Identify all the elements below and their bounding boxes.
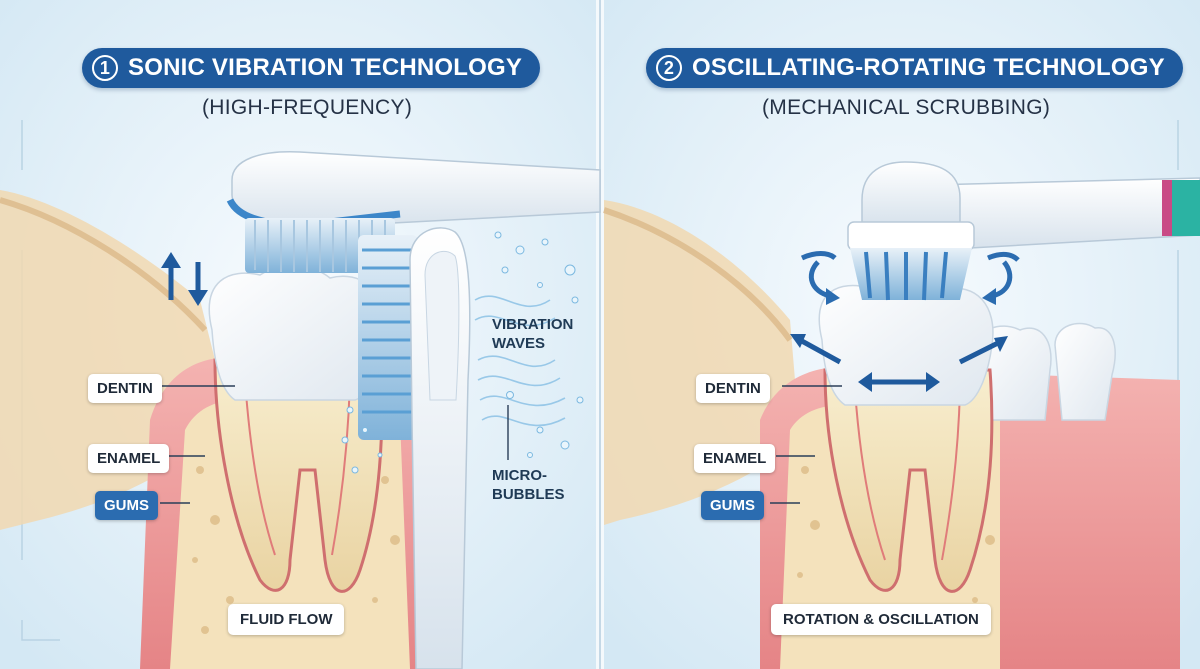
- fluid-flow-label: FLUID FLOW: [228, 604, 345, 635]
- left-enamel-label: ENAMEL: [88, 444, 170, 473]
- up-down-arrows-icon: [161, 252, 208, 306]
- right-tooth-crown: [818, 277, 994, 406]
- oscillating-number-badge: 2: [656, 55, 682, 81]
- sonic-brush-bristles: [245, 218, 395, 273]
- sonic-number-badge: 1: [92, 55, 118, 81]
- bubbles-icon: [341, 231, 584, 474]
- rotation-arrows-icon: [800, 251, 1020, 299]
- sonic-panel: 1 SONIC VIBRATION TECHNOLOGY (HIGH-FREQU…: [0, 0, 596, 669]
- right-gums-label: GUMS: [701, 491, 764, 520]
- left-dentin-label: DENTIN: [88, 374, 162, 403]
- round-brush-head: [847, 161, 975, 301]
- right-enamel-label: ENAMEL: [694, 444, 776, 473]
- vibration-waves-icon: [474, 295, 566, 427]
- right-jaw: [604, 200, 800, 525]
- vibration-waves-label: VIBRATION WAVES: [492, 316, 574, 352]
- right-dentin-label: DENTIN: [696, 374, 770, 403]
- right-tooth-root: [823, 368, 994, 593]
- rotation-oscillation-label: ROTATION & OSCILLATION: [771, 604, 991, 635]
- vertical-brush: [358, 227, 471, 669]
- oscillating-title: OSCILLATING-ROTATING TECHNOLOGY: [692, 54, 1165, 81]
- oscillating-title-pill: 2 OSCILLATING-ROTATING TECHNOLOGY: [646, 48, 1183, 88]
- sonic-title-pill: 1 SONIC VIBRATION TECHNOLOGY: [82, 48, 541, 88]
- sonic-title: SONIC VIBRATION TECHNOLOGY: [128, 54, 523, 81]
- oscillating-panel: 2 OSCILLATING-ROTATING TECHNOLOGY (MECHA…: [604, 0, 1200, 669]
- oscillating-subtitle: (MECHANICAL SCRUBBING): [762, 96, 1051, 119]
- right-side-tooth-2: [1054, 322, 1116, 421]
- sonic-subtitle: (HIGH-FREQUENCY): [202, 96, 413, 119]
- left-gums-label: GUMS: [95, 491, 158, 520]
- micro-bubbles-label: MICRO-BUBBLES: [492, 467, 565, 503]
- left-tooth-root: [213, 358, 384, 593]
- horizontal-arrows-icon: [790, 334, 1008, 392]
